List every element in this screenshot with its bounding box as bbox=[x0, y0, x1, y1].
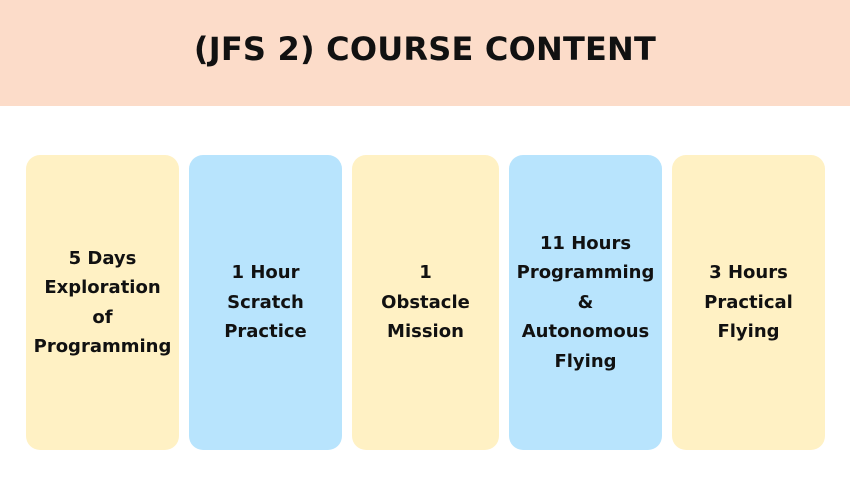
header-banner: (JFS 2) COURSE CONTENT bbox=[0, 0, 850, 106]
course-card-obstacle: 1 Obstacle Mission bbox=[352, 155, 499, 450]
course-card-autonomous: 11 Hours Programming & Autonomous Flying bbox=[509, 155, 662, 450]
course-card-exploration: 5 Days Exploration of Programming bbox=[26, 155, 179, 450]
course-card-text: 3 Hours Practical Flying bbox=[704, 262, 793, 343]
course-card-text: 1 Obstacle Mission bbox=[381, 262, 470, 343]
course-card-flying: 3 Hours Practical Flying bbox=[672, 155, 825, 450]
course-card-text: 5 Days Exploration of Programming bbox=[33, 247, 172, 358]
course-card-text: 1 Hour Scratch Practice bbox=[224, 262, 307, 343]
course-card-text: 11 Hours Programming & Autonomous Flying bbox=[516, 232, 655, 372]
course-card-scratch: 1 Hour Scratch Practice bbox=[189, 155, 342, 450]
page-title: (JFS 2) COURSE CONTENT bbox=[193, 30, 657, 68]
